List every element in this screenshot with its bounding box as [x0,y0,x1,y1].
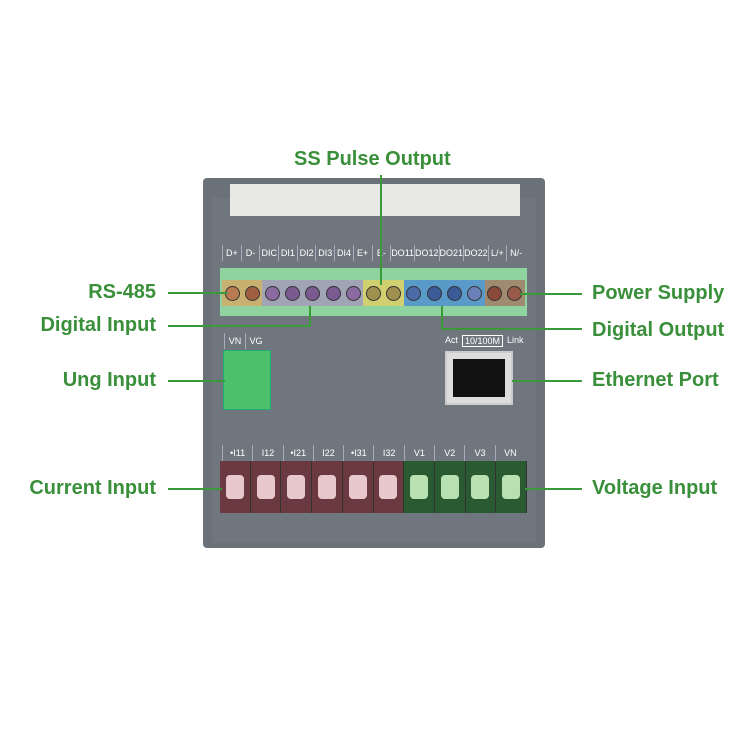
terminal-label: V1 [403,445,434,461]
callout-current-input: Current Input [29,477,156,499]
terminal-label: L/+ [487,245,507,261]
callout-ung-input: Ung Input [62,369,156,391]
terminal-label: D- [240,245,260,261]
terminal-label: •I11 [222,445,252,461]
ung-connector [223,350,271,410]
terminal-label: DO12 [414,245,439,261]
terminal-label: D+ [222,245,241,261]
callout-ethernet-port: Ethernet Port [592,369,719,391]
terminal-label: DI4 [334,245,353,261]
callout-line [441,328,582,330]
terminal-label: DIC [259,245,278,261]
callout-line [380,175,382,285]
speed-label: 10/100M [462,335,504,347]
terminal-label: N/- [506,245,525,261]
callout-line [168,488,222,490]
callout-line [520,293,582,295]
callout-line [168,380,225,382]
callout-voltage-input: Voltage Input [592,477,718,499]
terminal-label: DO21 [438,245,463,261]
link-label: Link [507,335,524,345]
bottom-terminal-block [220,461,528,513]
terminal-label: DI2 [296,245,316,261]
act-label: Act [445,335,459,345]
callout-ss-pulse-output: SS Pulse Output [294,148,451,170]
terminal-label: VG [245,333,266,349]
callout-line [168,325,310,327]
callout-line [512,380,582,382]
terminal-label: E+ [352,245,372,261]
callout-line [525,488,582,490]
label-sticker [230,184,520,216]
callout-digital-output: Digital Output [592,319,725,341]
terminal-label: DI1 [278,245,297,261]
terminal-label: •I31 [343,445,373,461]
callout-digital-input: Digital Input [40,314,156,336]
terminal-label: I22 [312,445,343,461]
terminal-label: VN [494,445,525,461]
callout-line [441,306,443,329]
callout-line [168,292,228,294]
terminal-label: I32 [373,445,403,461]
terminal-label: •I21 [282,445,313,461]
top-terminal-labels: D+D-DICDI1DI2DI3DI4E+E-DO11DO12DO21DO22L… [222,245,525,261]
callout-power-supply: Power Supply [592,282,725,304]
terminal-label: DI3 [315,245,334,261]
terminal-label: V2 [434,445,464,461]
terminal-label: VN [224,333,245,349]
terminal-label: V3 [464,445,494,461]
ethernet-port [445,351,513,405]
callout-rs485: RS-485 [88,281,156,303]
terminal-label: I12 [252,445,282,461]
terminal-label: DO11 [390,245,414,261]
top-screws [222,280,526,306]
terminal-label: DO22 [463,245,488,261]
callout-line [309,306,311,326]
